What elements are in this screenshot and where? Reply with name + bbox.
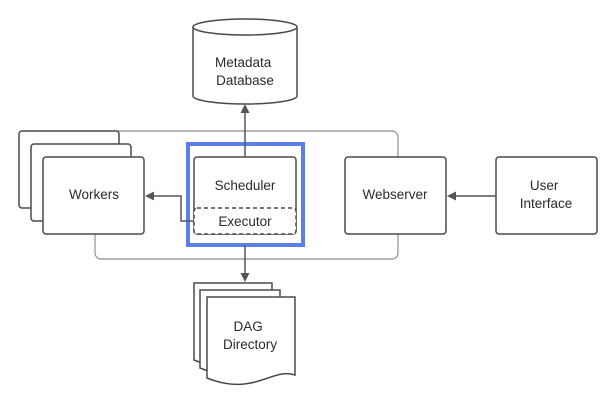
dag-directory-node: DAG Directory (193, 282, 296, 386)
scheduler-to-database-arrow (240, 104, 250, 157)
database-cylinder-top (192, 18, 298, 36)
user-interface-to-webserver-arrowhead (447, 191, 456, 201)
metadata-database-label: Metadata Database (215, 55, 275, 88)
user-interface-to-webserver-arrow (447, 191, 496, 201)
scheduler-to-database-arrowhead (240, 104, 250, 113)
executor-to-workers-arrowhead (145, 191, 154, 201)
executor-to-workers-line (154, 195, 194, 222)
metadata-database-node: Metadata Database (192, 18, 298, 105)
dag-directory-label: DAG Directory (223, 319, 277, 352)
scheduler-node: Scheduler Executor (193, 156, 297, 235)
user-interface-label-line1: User (530, 178, 559, 193)
executor-label: Executor (218, 214, 272, 229)
scheduler-to-dag-directory-arrow (240, 245, 250, 282)
workers-box (42, 156, 145, 235)
dag-directory-label-line2: Directory (223, 337, 277, 352)
metadata-database-label-line2: Database (216, 73, 274, 88)
user-interface-label-line2: Interface (520, 196, 573, 211)
dag-directory-document (206, 296, 296, 386)
webserver-node: Webserver (344, 156, 447, 235)
webserver-box (344, 156, 447, 235)
webserver-label: Webserver (362, 187, 428, 202)
user-interface-label: User Interface (520, 178, 573, 211)
workers-node: Workers (18, 130, 145, 235)
metadata-database-label-line1: Metadata (215, 55, 272, 70)
dag-directory-label-line1: DAG (233, 319, 262, 334)
executor-to-workers-arrow (145, 191, 194, 222)
user-interface-node: User Interface (495, 156, 598, 235)
workers-label: Workers (69, 187, 119, 202)
scheduler-label: Scheduler (215, 178, 276, 193)
scheduler-to-dag-directory-arrowhead (240, 273, 250, 282)
executor-box (193, 207, 297, 235)
